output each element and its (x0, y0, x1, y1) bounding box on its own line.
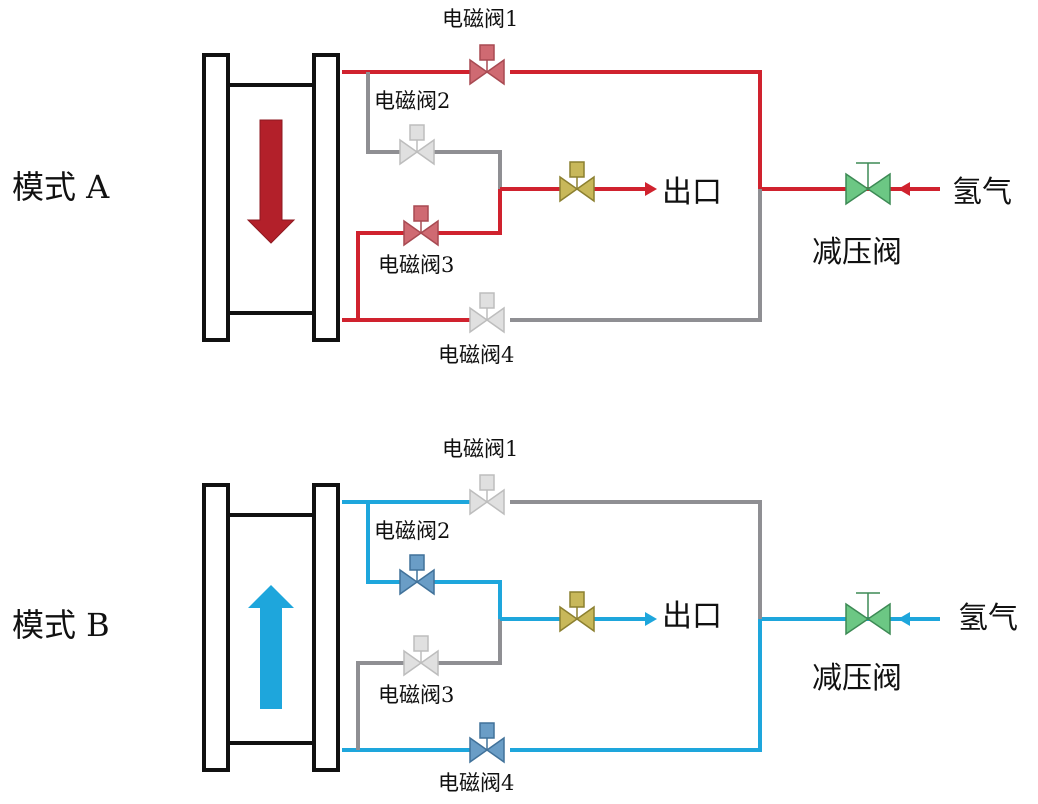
stack-right-end-plate (312, 53, 340, 342)
pipe-valve-2-branch (366, 502, 400, 584)
stack-left-end-plate (202, 53, 230, 342)
fuel-cell-stack (202, 53, 340, 342)
valve-body-right (575, 175, 595, 203)
valve-body-left (399, 138, 419, 166)
valve-body-left (469, 58, 489, 86)
outlet-label: 出口 (662, 599, 722, 634)
valve-body-right (575, 605, 595, 633)
valve-body-right (485, 306, 505, 334)
valve-2-label: 电磁阀2 (374, 89, 450, 113)
valve-body-right (485, 58, 505, 86)
valve-body-left (469, 488, 489, 516)
solenoid-actuator-icon (569, 591, 585, 608)
pipe-valve-1-line (510, 500, 762, 619)
inlet-arrow-icon (898, 182, 910, 196)
solenoid-actuator-icon (479, 44, 495, 61)
flow-arrow-down-icon (246, 119, 296, 244)
valve-body-left (399, 568, 419, 596)
valve-4-label: 电磁阀4 (438, 771, 514, 795)
panel-mode-b: 模式 B 电磁阀1 电磁阀2 电磁阀3 电磁阀4 出口 减压阀 氢气 (12, 437, 1018, 795)
solenoid-actuator-icon (479, 474, 495, 491)
solenoid-valve-4 (469, 722, 505, 764)
pipe-valve-1-line (510, 70, 762, 189)
solenoid-actuator-icon (413, 205, 429, 222)
solenoid-valve-4 (469, 292, 505, 334)
solenoid-actuator-icon (479, 292, 495, 309)
solenoid-actuator-icon (479, 722, 495, 739)
stack-right-end-plate (312, 483, 340, 772)
mode-label: 模式 B (12, 606, 110, 644)
pipe-network (342, 70, 940, 322)
outlet-arrow-icon (645, 612, 657, 626)
valve-1-label: 电磁阀1 (442, 7, 518, 31)
diagram-geometry (202, 474, 940, 772)
valve-body-left (403, 219, 423, 247)
solenoid-valve-1 (469, 44, 505, 86)
valve-body-left (845, 602, 870, 636)
pipe-valve-2-branch (366, 72, 400, 154)
valve-3-label: 电磁阀3 (378, 683, 454, 707)
outlet-label: 出口 (662, 175, 722, 210)
solenoid-valve-3 (403, 635, 439, 677)
pipe-valve-4-line (510, 189, 762, 322)
pipe-valve-3-branch (356, 661, 404, 750)
solenoid-valve-2 (399, 554, 435, 596)
valve-body-left (469, 736, 489, 764)
valve-body-right (866, 602, 891, 636)
pressure-reducing-valve (845, 592, 891, 636)
pipe-valve-2-out (434, 150, 502, 189)
solenoid-valve-3 (403, 205, 439, 247)
flow-arrow-up-icon (248, 585, 294, 709)
valve-body-right (415, 568, 435, 596)
valve-body-right (415, 138, 435, 166)
hydrogen-inlet-label: 氢气 (958, 601, 1018, 636)
mode-label: 模式 A (12, 168, 110, 206)
valve-body-right (419, 219, 439, 247)
valve-2-label: 电磁阀2 (374, 519, 450, 543)
valve-body-right (485, 488, 505, 516)
solenoid-actuator-icon (409, 554, 425, 571)
pipe-valve-3-out (438, 619, 502, 665)
valve-body-left (559, 605, 579, 633)
valve-body-left (403, 649, 423, 677)
solenoid-actuator-icon (409, 124, 425, 141)
valve-body-left (845, 172, 870, 206)
valve-3-label: 电磁阀3 (378, 253, 454, 277)
pressure-reducing-valve (845, 162, 891, 206)
valve-4-label: 电磁阀4 (438, 343, 514, 367)
outlet-solenoid-valve (559, 591, 595, 633)
valve-body-left (559, 175, 579, 203)
pipe-valve-3-branch (356, 231, 404, 320)
solenoid-actuator-icon (413, 635, 429, 652)
pipe-valve-4-line (510, 619, 762, 752)
pipe-valve-3-out (438, 189, 502, 235)
inlet-arrow-icon (898, 612, 910, 626)
pressure-reducer-label: 减压阀 (812, 661, 902, 696)
diagram-geometry (202, 44, 940, 342)
valve-1-label: 电磁阀1 (442, 437, 518, 461)
hydrogen-inlet-label: 氢气 (952, 175, 1012, 210)
stack-left-end-plate (202, 483, 230, 772)
fuel-cell-stack (202, 483, 340, 772)
valve-body-right (419, 649, 439, 677)
valve-body-right (485, 736, 505, 764)
outlet-solenoid-valve (559, 161, 595, 203)
solenoid-actuator-icon (569, 161, 585, 178)
outlet-arrow-icon (645, 182, 657, 196)
solenoid-valve-2 (399, 124, 435, 166)
valve-body-right (866, 172, 891, 206)
pressure-reducer-label: 减压阀 (812, 235, 902, 270)
valve-body-left (469, 306, 489, 334)
panel-mode-a: 模式 A 电磁阀1 电磁阀2 电磁阀3 电磁阀4 出口 减压阀 氢气 (12, 7, 1012, 367)
pipe-valve-2-out (434, 580, 502, 619)
solenoid-valve-1 (469, 474, 505, 516)
